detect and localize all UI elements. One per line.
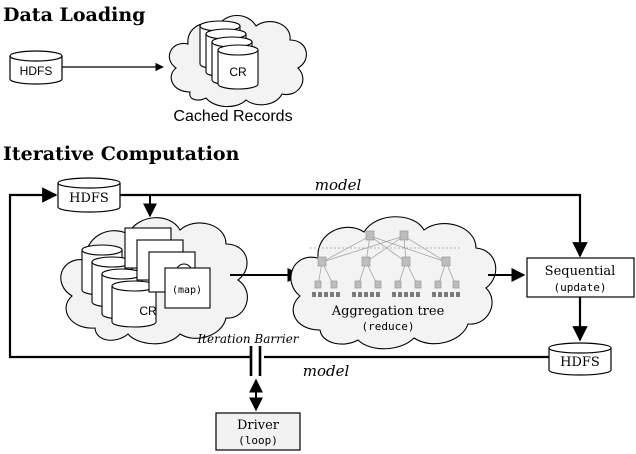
map-cr-label: CR [139, 304, 157, 318]
aggregation-leaves-icon [312, 292, 460, 297]
map-label: (map) [172, 285, 202, 296]
hdfs-source-label: HDFS [20, 64, 53, 78]
cached-records-cr-label: CR [229, 65, 247, 79]
hdfs-output-label: HDFS [560, 355, 600, 370]
hdfs-output-cylinder-icon: HDFS [548, 342, 612, 376]
iterative-heading: Iterative Computation [3, 143, 240, 165]
hdfs-source-cylinder-icon: HDFS [9, 50, 63, 85]
loop-back-arrow [8, 187, 250, 359]
model-bottom-label: model [303, 362, 350, 380]
aggregation-op: (reduce) [362, 320, 415, 333]
sequential-title: Sequential [545, 264, 616, 279]
model-broadcast-arrow [120, 193, 588, 258]
cached-records-caption: Cached Records [173, 108, 292, 125]
driver-title: Driver [237, 418, 280, 433]
driver-box: Driver (loop) [215, 412, 301, 451]
aggregation-cloud-icon [290, 216, 497, 350]
aggregation-tree-icon [310, 230, 460, 289]
barrier-label: Iteration Barrier [196, 332, 299, 346]
data-loading-heading: Data Loading [3, 4, 145, 26]
driver-op: (loop) [238, 434, 278, 447]
model-top-label: model [315, 176, 362, 194]
barrier-icon [249, 346, 262, 376]
sequential-op: (update) [554, 281, 607, 294]
aggregation-title: Aggregation tree [331, 304, 445, 319]
cached-records-stack-icon: CR [199, 20, 259, 90]
map-cards-icon: (map) [124, 227, 211, 309]
hdfs-input-cylinder-icon: HDFS [57, 177, 121, 213]
sequential-box: Sequential (update) [526, 257, 635, 298]
cached-records-map-stack-icon [81, 244, 157, 328]
hdfs-input-label: HDFS [69, 191, 109, 206]
